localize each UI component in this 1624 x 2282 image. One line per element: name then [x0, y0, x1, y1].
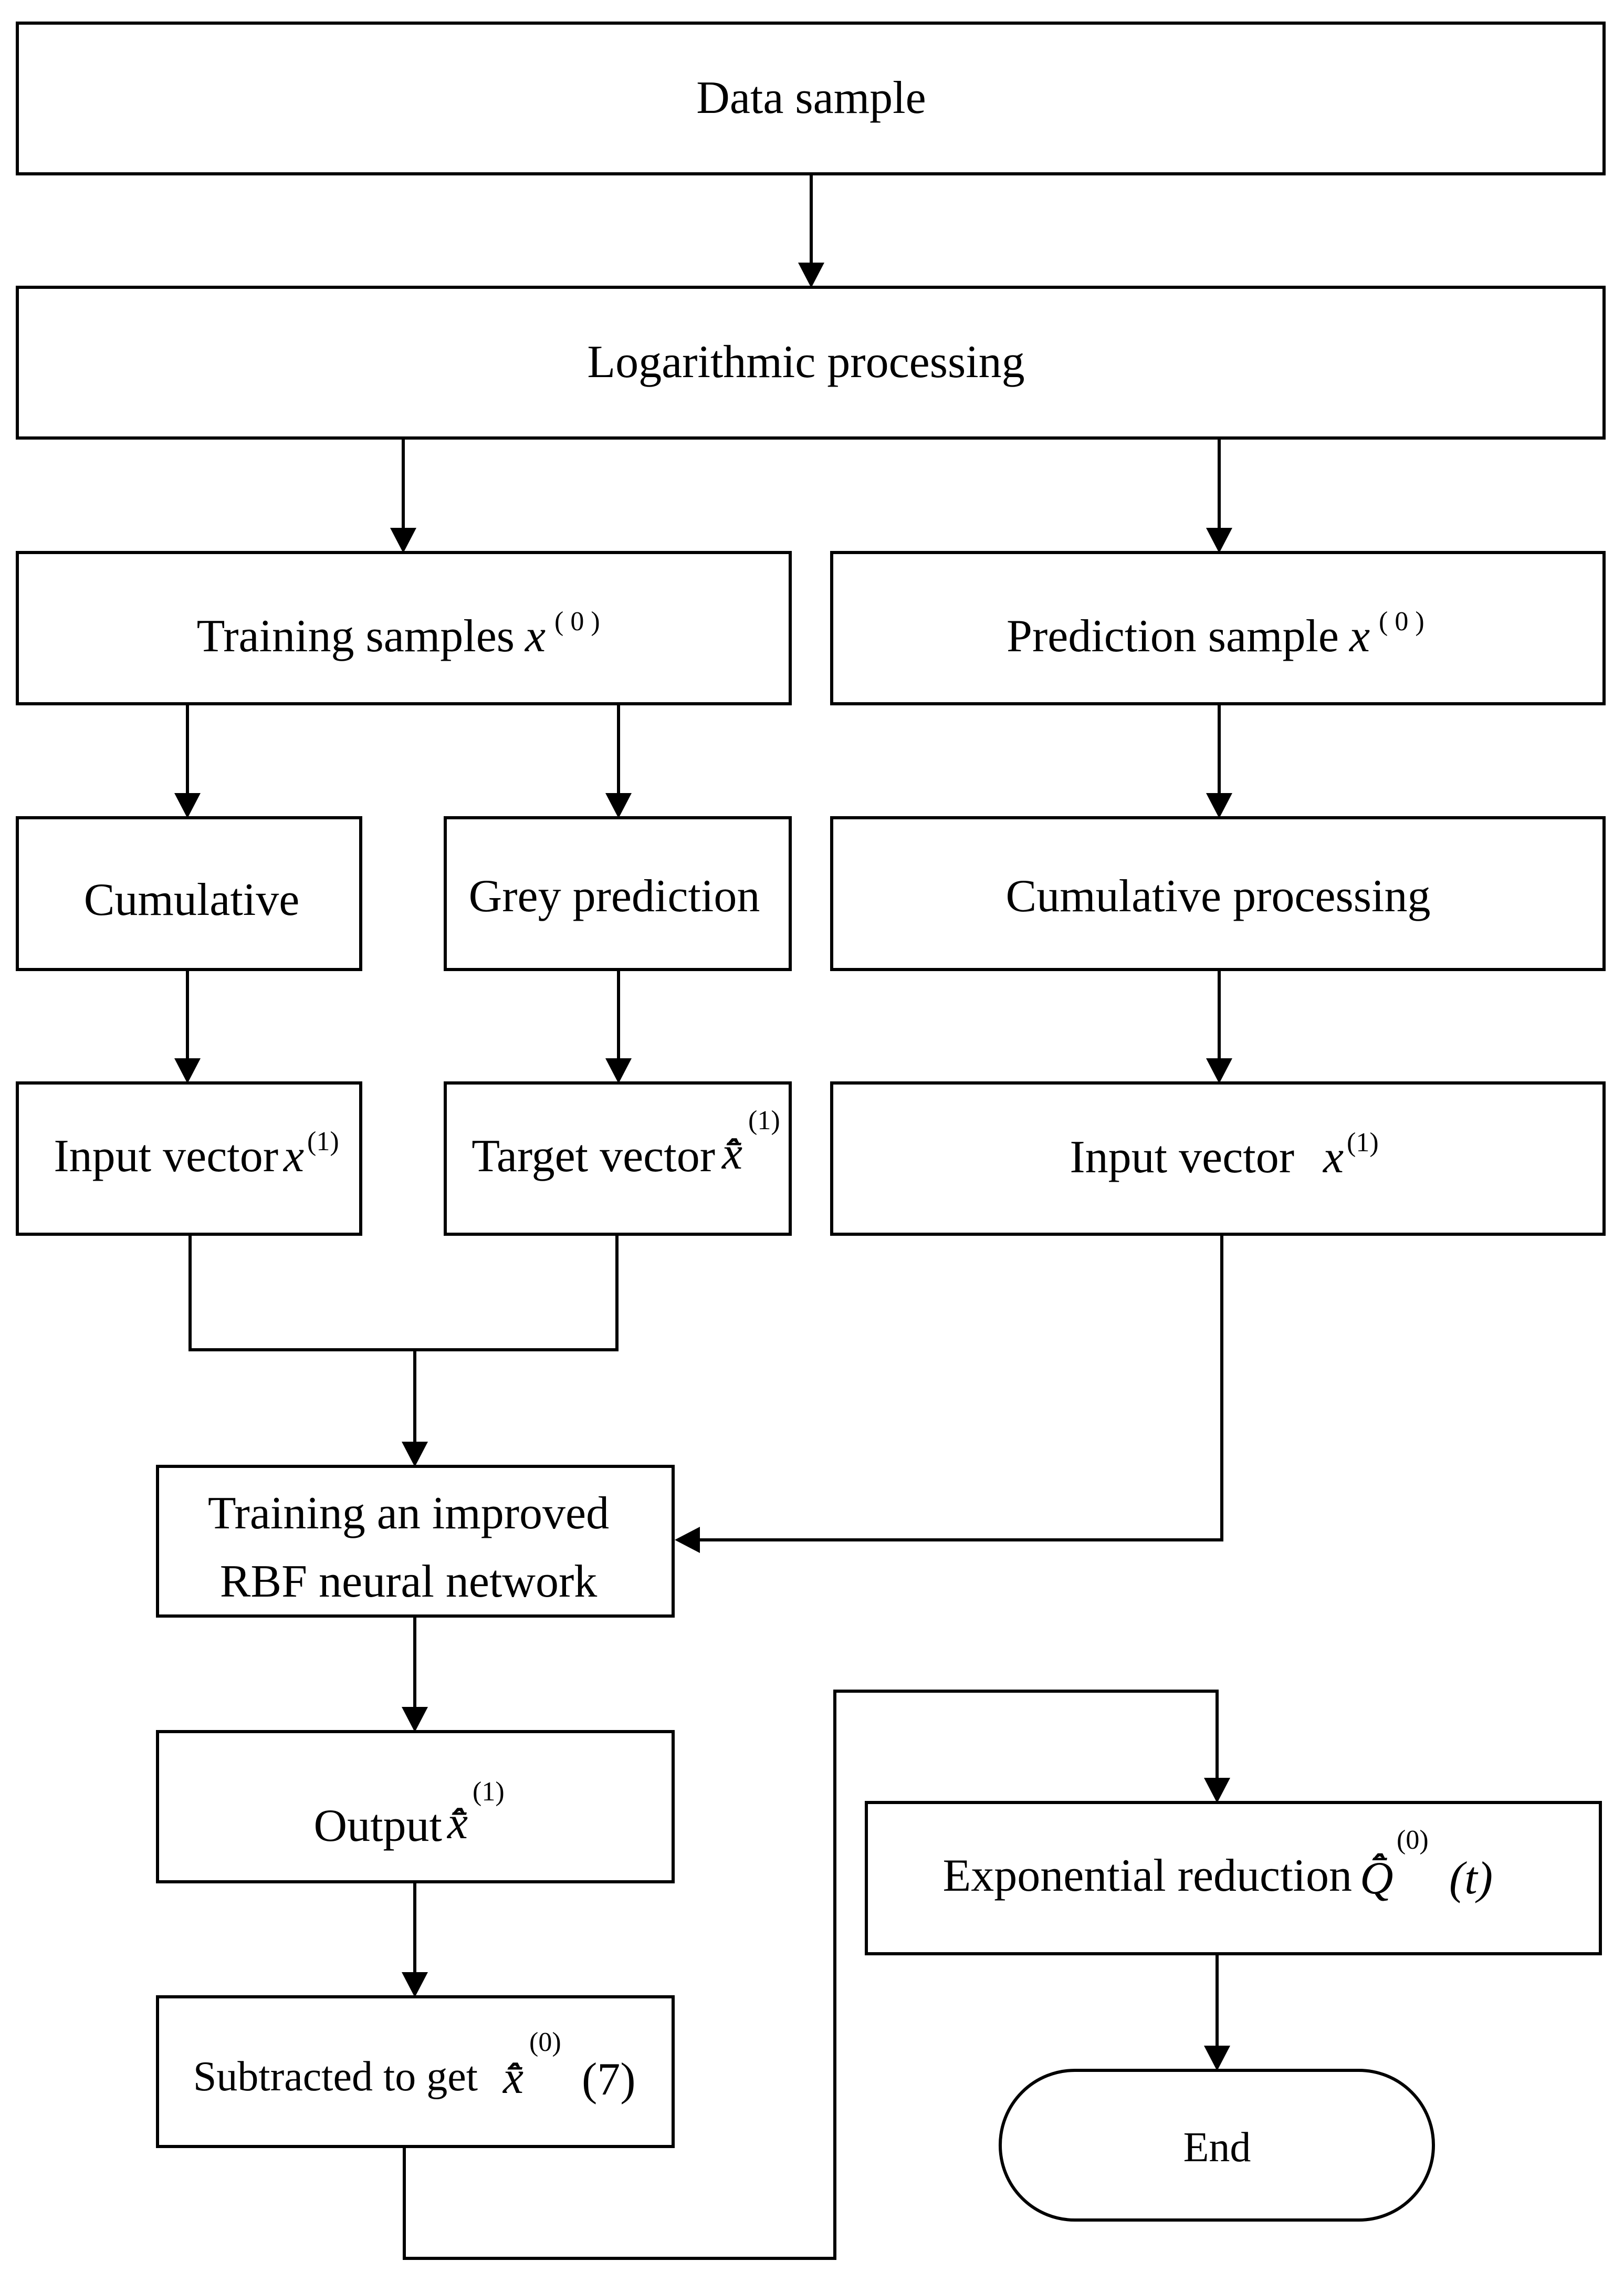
arrowhead: [174, 793, 201, 818]
node-suffix: (t): [1449, 1853, 1493, 1904]
node-logarithmic-processing: Logarithmic processing: [16, 286, 1606, 440]
node-superscript: (1): [307, 1127, 339, 1156]
node-variable: x: [1348, 611, 1370, 662]
node-data-sample: Data sample: [16, 22, 1606, 175]
node-variable: x̂̄: [502, 2052, 523, 2103]
node-superscript: ( 0 ): [1379, 607, 1424, 637]
edge-subtracted-to-exponential: [403, 1690, 1219, 2260]
arrowhead: [402, 1707, 428, 1732]
node-label: Exponential reduction: [942, 1850, 1352, 1901]
arrowhead: [402, 1442, 428, 1467]
node-superscript: (1): [473, 1777, 505, 1807]
node-variable: Q̂̄: [1360, 1852, 1394, 1904]
node-variable: x̂̄: [721, 1128, 742, 1179]
node-superscript: (1): [1347, 1128, 1379, 1158]
node-label: Logarithmic processing: [587, 337, 1024, 388]
arrowhead: [1206, 528, 1232, 553]
connectors: [174, 174, 1232, 2260]
node-grey-prediction: Grey prediction: [444, 816, 792, 971]
arrowhead: [174, 1058, 201, 1083]
node-cumulative: Cumulative: [16, 816, 362, 971]
node-subtracted: Subtracted to get x̂̄ (0) (7): [156, 1995, 675, 2148]
node-training-samples: Training samples x ( 0 ): [16, 551, 792, 705]
node-superscript: ( 0 ): [554, 607, 600, 637]
node-label: Cumulative processing: [1006, 871, 1431, 922]
node-label: Prediction sample: [1007, 611, 1339, 662]
arrowhead: [1206, 793, 1232, 818]
node-label: Data sample: [696, 72, 926, 123]
arrowhead: [1204, 1778, 1230, 1803]
arrowhead: [402, 1972, 428, 1997]
node-superscript: (1): [748, 1106, 780, 1135]
node-input-vector-left: Input vector x (1): [16, 1081, 362, 1236]
node-label: Input vector: [1070, 1132, 1294, 1183]
arrowhead: [798, 263, 824, 288]
edge-merge-inputs: [188, 1234, 619, 1351]
arrowhead: [605, 793, 632, 818]
node-end: End: [999, 2069, 1435, 2222]
node-label: Grey prediction: [469, 871, 760, 922]
node-label: Training samples: [197, 611, 515, 662]
node-cumulative-processing: Cumulative processing: [830, 816, 1606, 971]
node-label: Cumulative: [84, 874, 300, 925]
node-variable: x̂̄: [446, 1798, 468, 1849]
node-label: Target vector: [472, 1131, 715, 1182]
edge-input-right-to-rbf: [700, 1234, 1223, 1541]
node-label-line2: RBF neural network: [220, 1556, 598, 1607]
node-output: Output x̂̄ (1): [156, 1730, 675, 1883]
node-variable: x: [524, 611, 546, 662]
arrowhead: [605, 1058, 632, 1083]
arrowhead: [1204, 2046, 1230, 2071]
node-label: Input vector: [54, 1131, 278, 1182]
node-label: Subtracted to get: [193, 2054, 478, 2100]
arrowhead: [390, 528, 416, 553]
node-label-line1: Training an improved: [208, 1488, 609, 1539]
node-superscript: (0): [1397, 1825, 1429, 1855]
node-exponential-reduction: Exponential reduction Q̂̄ (0) (t): [865, 1801, 1602, 1955]
arrowhead: [1206, 1058, 1232, 1083]
node-label: Output: [314, 1800, 442, 1851]
node-superscript: (0): [529, 2027, 561, 2057]
node-suffix: (7): [582, 2054, 636, 2105]
node-input-vector-right: Input vector x (1): [830, 1081, 1606, 1236]
node-label: End: [1183, 2124, 1251, 2171]
node-training-rbf: Training an improved RBF neural network: [156, 1465, 675, 1618]
node-variable: x: [282, 1131, 304, 1182]
node-prediction-sample: Prediction sample x ( 0 ): [830, 551, 1606, 705]
node-variable: x: [1322, 1132, 1344, 1183]
arrowhead: [675, 1527, 700, 1553]
node-target-vector: Target vector x̂̄ (1): [444, 1081, 792, 1236]
